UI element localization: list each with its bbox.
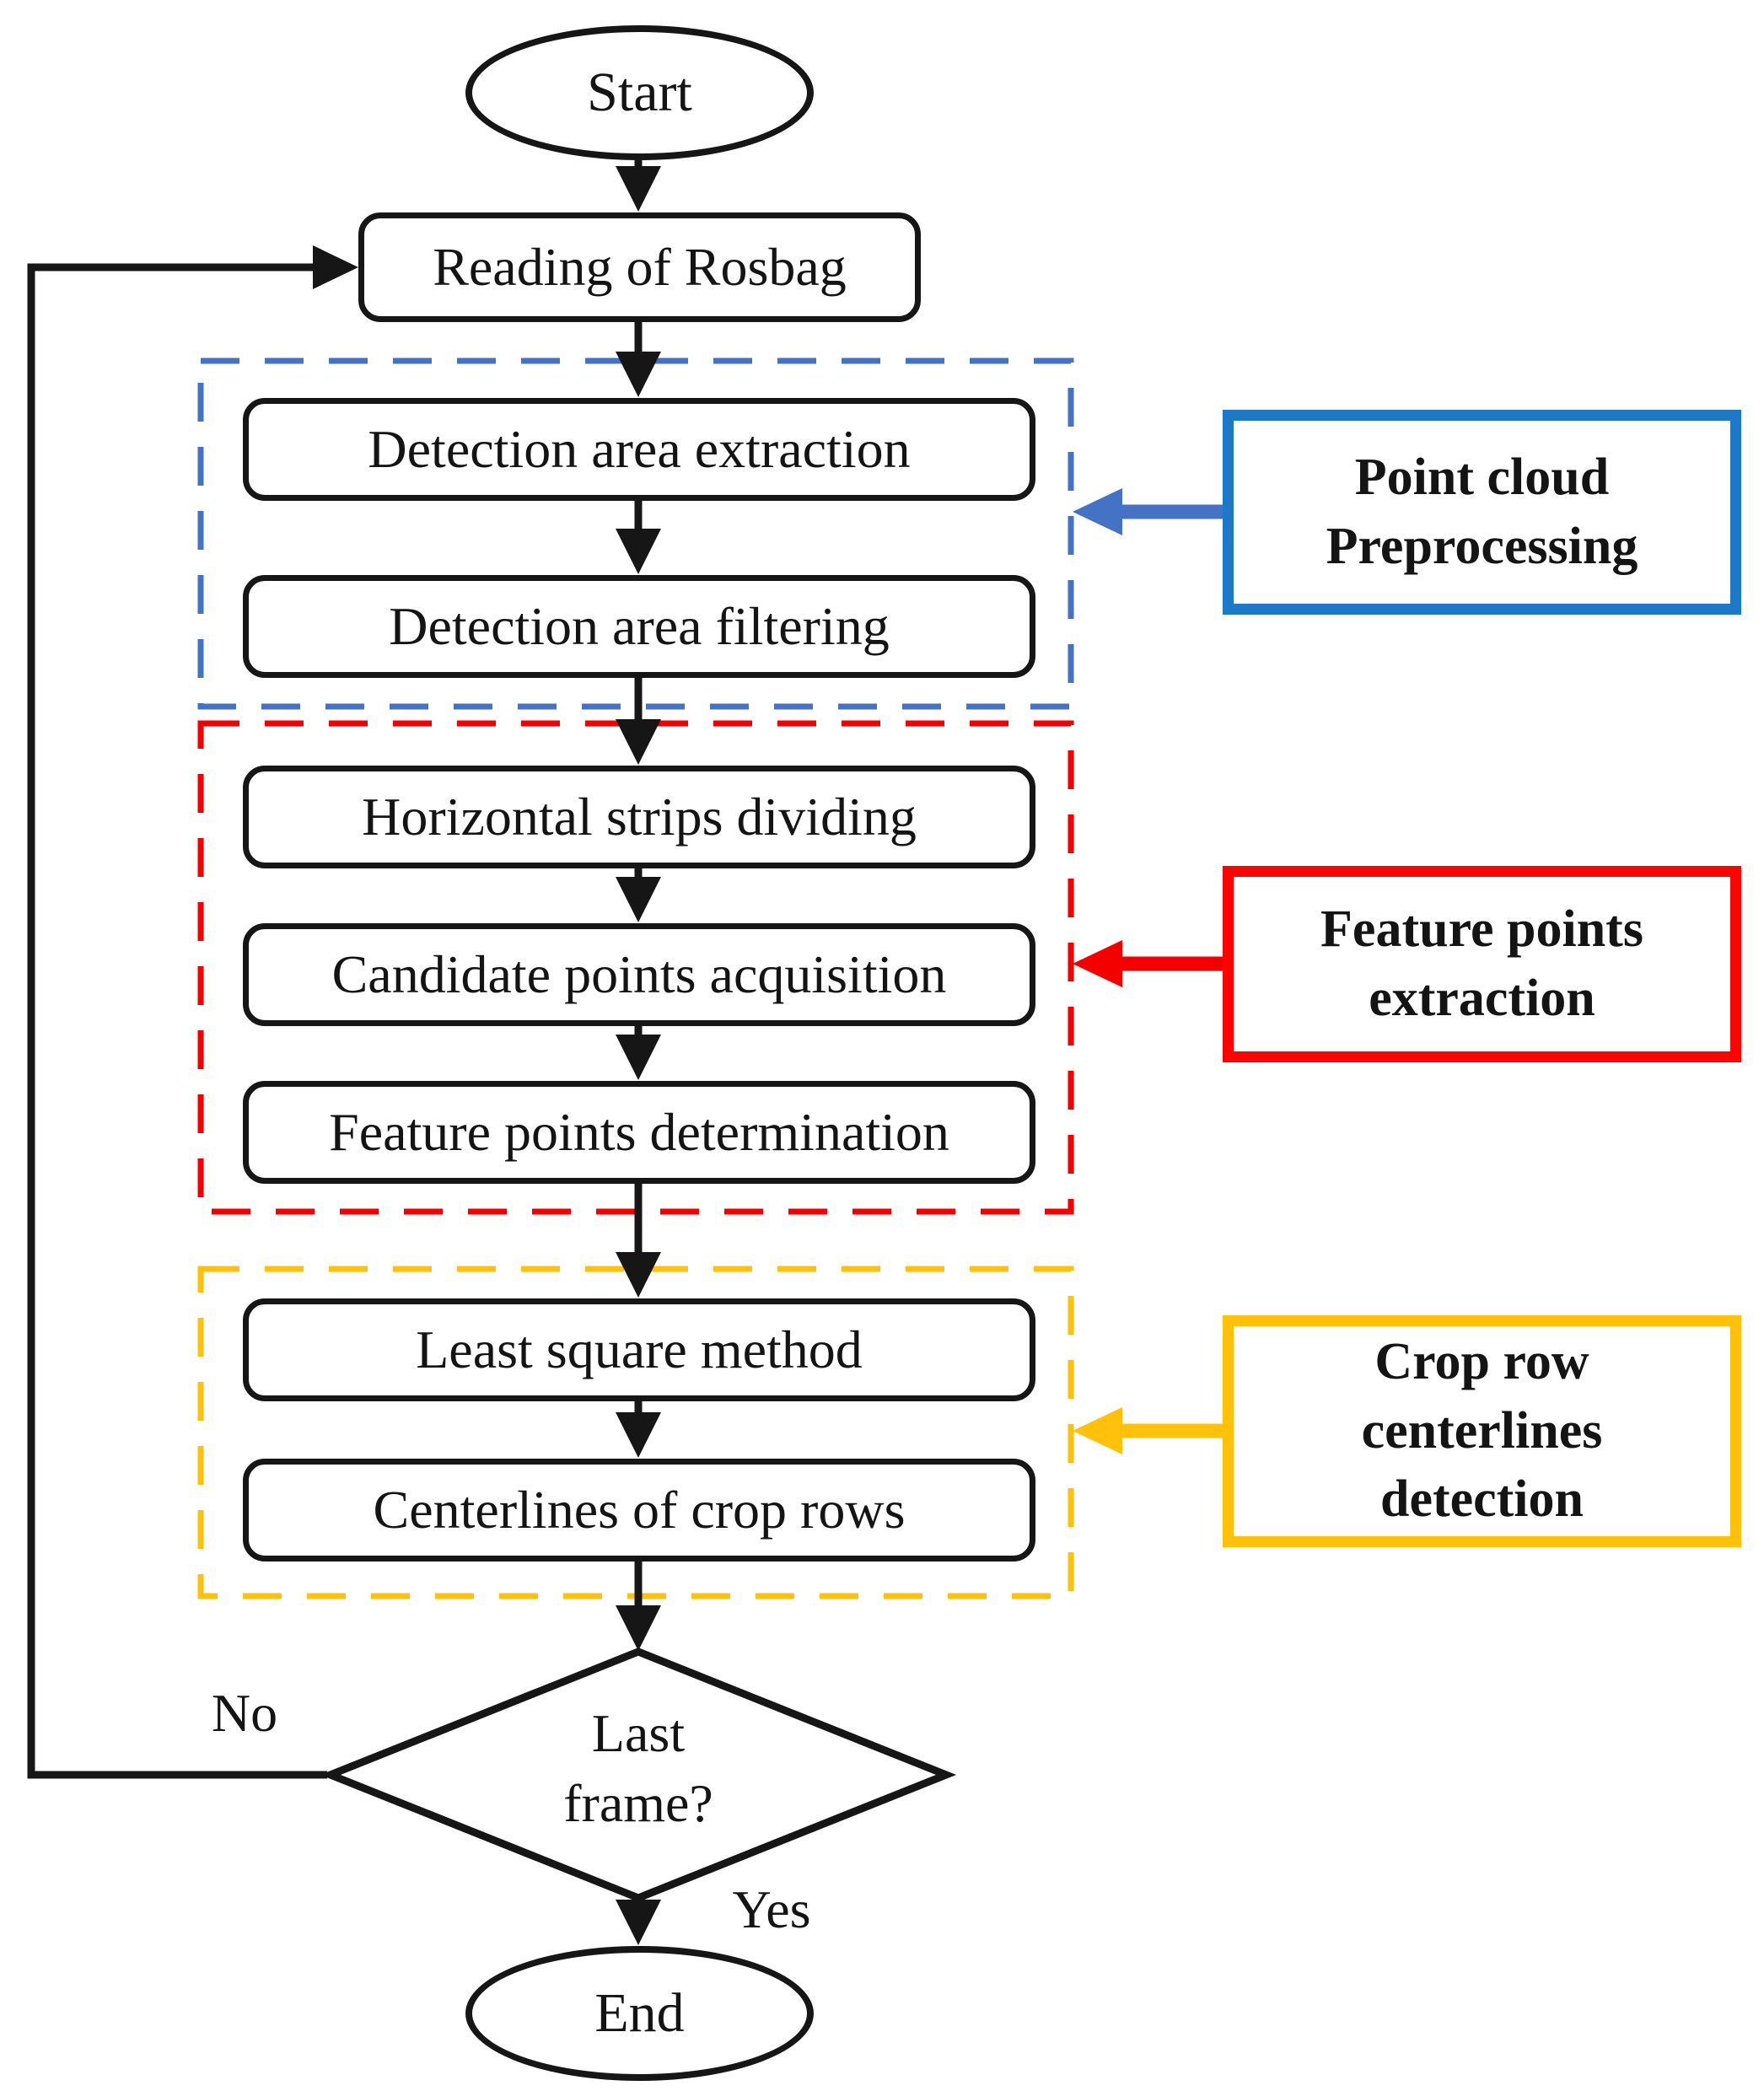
stage-label-line: Preprocessing: [1326, 517, 1638, 575]
decision-line2: frame?: [563, 1773, 713, 1834]
end-terminal: End: [465, 1946, 814, 2081]
stage-label-line: extraction: [1369, 969, 1595, 1027]
node-reading-rosbag: Reading of Rosbag: [358, 212, 921, 322]
node-reading-rosbag-label: Reading of Rosbag: [433, 237, 847, 297]
preprocessing-group-dashed-rect: [197, 357, 1074, 710]
node-candidate-points-acquisition: Candidate points acquisition: [243, 923, 1035, 1026]
node-detection-area-filtering-label: Detection area filtering: [389, 596, 890, 656]
node-centerlines-of-crop-rows-label: Centerlines of crop rows: [373, 1480, 906, 1540]
node-least-square-method-label: Least square method: [416, 1320, 863, 1379]
flow-arrows: [616, 159, 661, 1945]
node-feature-points-determination: Feature points determination: [243, 1081, 1035, 1184]
stage-label-line: detection: [1379, 1470, 1584, 1529]
stage-label-line: Crop row: [1374, 1332, 1589, 1390]
decision-line1: Last: [591, 1703, 686, 1763]
no-loop-arrowhead-icon: [313, 245, 358, 289]
node-candidate-points-acquisition-label: Candidate points acquisition: [331, 944, 947, 1004]
node-detection-area-filtering: Detection area filtering: [243, 575, 1035, 678]
node-horizontal-strips-dividing: Horizontal strips dividing: [243, 766, 1035, 868]
extraction-group-dashed-rect: [197, 720, 1074, 1215]
stage-label-line: centerlines: [1361, 1401, 1603, 1459]
stage-label-feature-points-extraction: Feature points extraction: [1223, 866, 1741, 1062]
stage-label-crop-row-centerlines-detection: Crop row centerlines detection: [1223, 1315, 1741, 1547]
node-horizontal-strips-dividing-label: Horizontal strips dividing: [362, 787, 917, 847]
node-detection-area-extraction: Detection area extraction: [243, 398, 1035, 501]
decision-last-frame: Last frame?: [470, 1698, 807, 1838]
branch-yes-label: Yes: [732, 1879, 811, 1939]
stage-connectors: [1073, 488, 1228, 1454]
branch-no-label: No: [211, 1683, 278, 1743]
stage-label-line: Feature points: [1320, 900, 1643, 958]
no-loop-line: [27, 263, 327, 1779]
node-centerlines-of-crop-rows: Centerlines of crop rows: [243, 1459, 1035, 1562]
stage-label-line: Point cloud: [1354, 448, 1610, 506]
node-feature-points-determination-label: Feature points determination: [329, 1102, 949, 1162]
node-detection-area-extraction-label: Detection area extraction: [368, 419, 911, 479]
start-label: Start: [587, 62, 692, 123]
stage-label-point-cloud-preprocessing: Point cloud Preprocessing: [1223, 410, 1741, 615]
node-least-square-method: Least square method: [243, 1298, 1035, 1401]
end-label: End: [594, 1982, 685, 2044]
start-terminal: Start: [465, 25, 814, 160]
